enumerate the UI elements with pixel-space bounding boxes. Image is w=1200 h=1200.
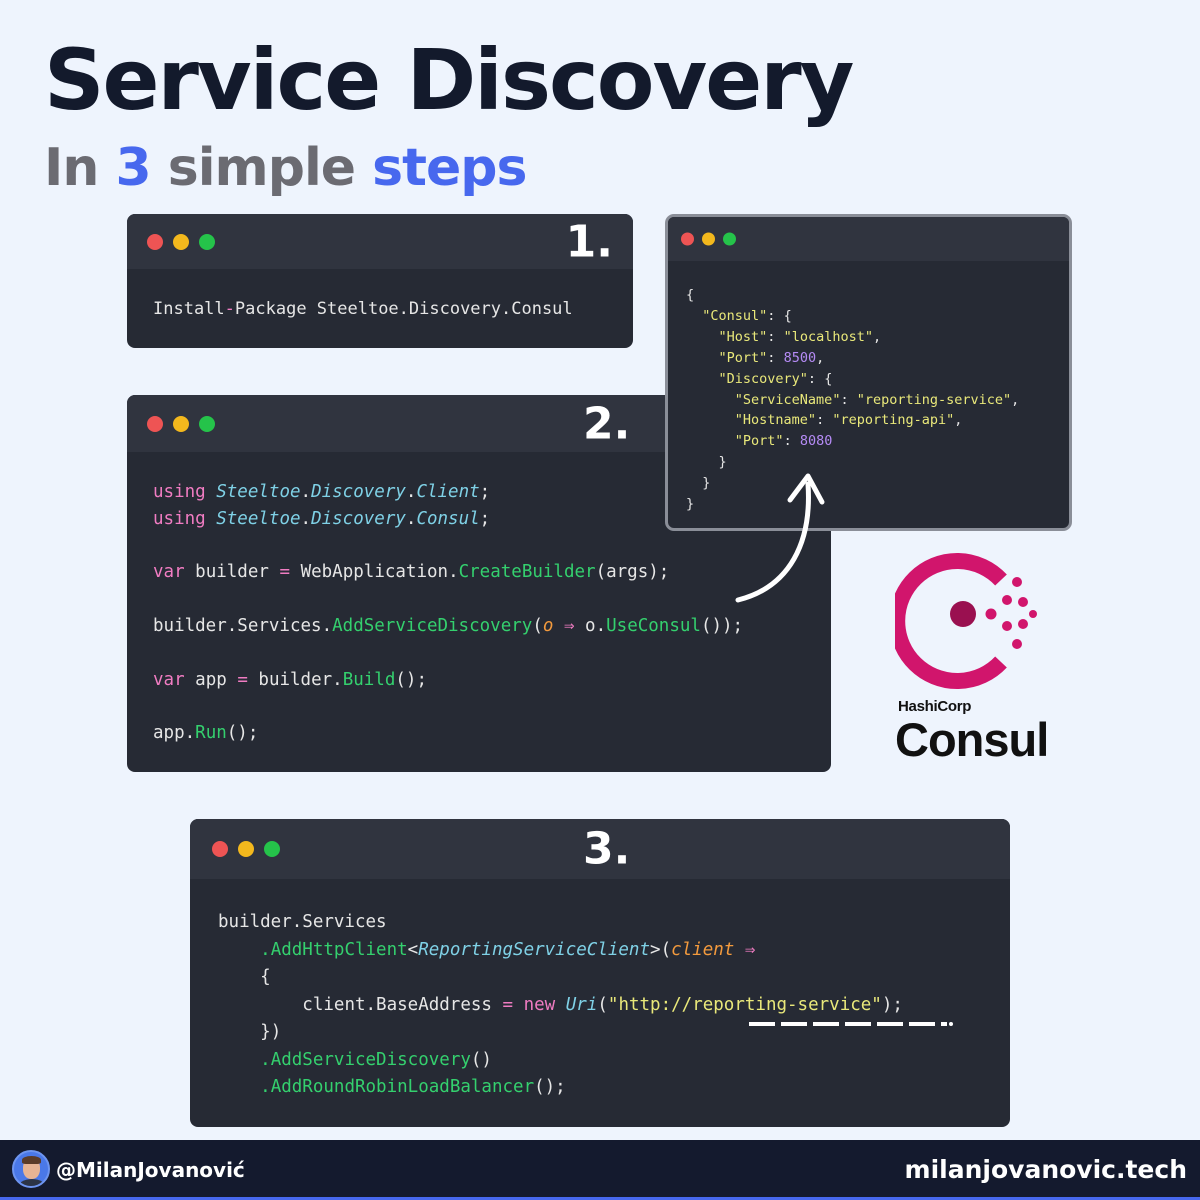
logo-product: Consul: [895, 713, 1049, 766]
http-client-code: builder.Services .AddHttpClient<Reportin…: [218, 912, 903, 1097]
close-dot-icon: [212, 841, 228, 857]
consul-logo-icon: [895, 553, 1037, 689]
maximize-dot-icon: [264, 841, 280, 857]
step-2-number: 2.: [583, 398, 631, 450]
close-dot-icon: [681, 232, 694, 246]
maximize-dot-icon: [723, 232, 736, 246]
footer-bar: @MilanJovanović milanjovanovic.tech: [0, 1140, 1200, 1200]
minimize-dot-icon: [238, 841, 254, 857]
json-config: { "Consul": { "Host": "localhost", "Port…: [686, 287, 1020, 513]
subtitle-word-steps: steps: [372, 138, 527, 198]
appsettings-json-window: { "Consul": { "Host": "localhost", "Port…: [665, 214, 1072, 531]
subtitle-word-simple: simple: [167, 138, 356, 198]
curved-arrow-icon: [735, 473, 825, 603]
window-titlebar: 3.: [190, 819, 1010, 879]
subtitle-number: 3: [115, 138, 151, 198]
window-controls: [147, 415, 215, 432]
program-code: using Steeltoe.Discovery.Client; using S…: [153, 482, 744, 744]
step-number: 3.: [583, 823, 631, 875]
page-subtitle: In 3 simple steps: [44, 142, 527, 194]
minimize-dot-icon: [173, 233, 189, 250]
avatar: [12, 1150, 50, 1188]
step-number: 1.: [565, 216, 613, 267]
website-link[interactable]: milanjovanovic.tech: [904, 1155, 1187, 1184]
maximize-dot-icon: [199, 415, 215, 432]
step-3-code-window: 3. builder.Services .AddHttpClient<Repor…: [190, 819, 1010, 1127]
step-1-code-window: 1. Install-Package Steeltoe.Discovery.Co…: [127, 214, 633, 348]
window-controls: [212, 841, 280, 857]
window-titlebar: [668, 217, 1069, 261]
install-command: Install-Package Steeltoe.Discovery.Consu…: [153, 299, 573, 319]
window-controls: [147, 233, 215, 250]
maximize-dot-icon: [199, 233, 215, 250]
subtitle-word-in: In: [44, 138, 99, 198]
hashicorp-consul-logo: HashiCorp Consul: [895, 550, 1049, 766]
window-titlebar: 1.: [127, 214, 633, 269]
page-title: Service Discovery: [44, 31, 854, 129]
window-controls: [681, 232, 736, 246]
close-dot-icon: [147, 233, 163, 250]
minimize-dot-icon: [702, 232, 715, 246]
author-handle[interactable]: @MilanJovanović: [56, 1158, 245, 1182]
logo-company: HashiCorp: [898, 698, 972, 715]
minimize-dot-icon: [173, 415, 189, 432]
close-dot-icon: [147, 415, 163, 432]
service-name-underline: [749, 1022, 953, 1026]
